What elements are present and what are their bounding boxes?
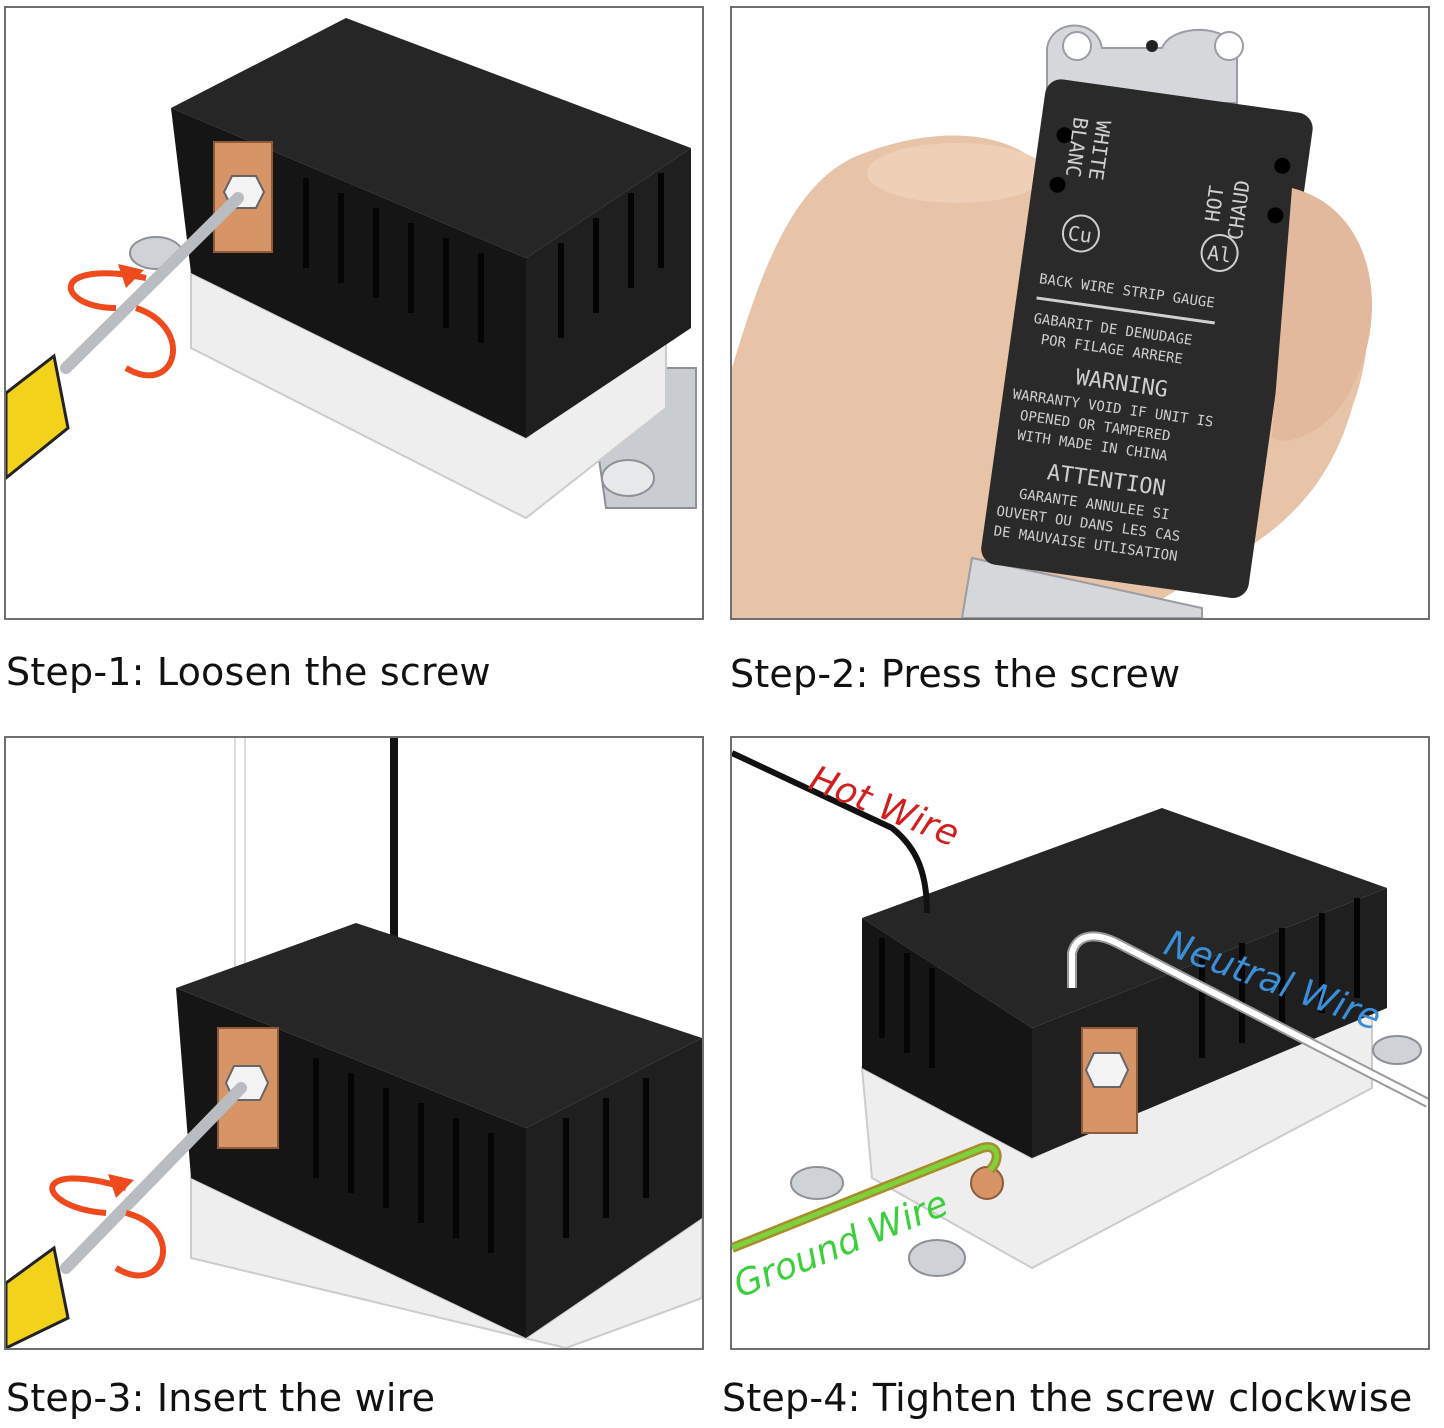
screwdriver-handle [6, 353, 70, 480]
mounting-strap-ear [790, 1166, 844, 1200]
terminal-screw[interactable] [1084, 1052, 1130, 1088]
rotation-arrow [67, 270, 147, 311]
label-hot: HOT [1200, 184, 1229, 223]
step-2-illustration: WHITE BLANC HOT CHAUD Cu Al BACK WIRE ST… [732, 24, 1372, 618]
ground-screw[interactable] [970, 1166, 1004, 1200]
step-2-panel: WHITE BLANC HOT CHAUD Cu Al BACK WIRE ST… [730, 6, 1430, 620]
al-mark: Al [1206, 240, 1233, 267]
step-4-caption: Step-4: Tighten the screw clockwise [722, 1376, 1413, 1420]
receptacle-back-face [171, 18, 691, 258]
receptacle-back-face [862, 808, 1387, 1028]
screwdriver-shaft [60, 1082, 247, 1274]
receptacle-back-face [176, 923, 702, 1128]
step-2-caption: Step-2: Press the screw [730, 652, 1181, 696]
step-4-panel: Hot Wire Neutral Wire Ground Wire [730, 736, 1430, 1350]
step-3-illustration [6, 738, 702, 1348]
step-1-caption: Step-1: Loosen the screw [6, 650, 491, 694]
cu-mark: Cu [1066, 221, 1093, 248]
receptacle-back-face: WHITE BLANC HOT CHAUD Cu Al BACK WIRE ST… [981, 79, 1313, 599]
step-4-illustration: Hot Wire Neutral Wire Ground Wire [732, 750, 1428, 1306]
hot-wire-label: Hot Wire [804, 758, 965, 855]
rotation-arrow [49, 1175, 127, 1216]
screwdriver-shaft [60, 192, 244, 374]
step-1-illustration [6, 18, 697, 520]
step-1-panel [4, 6, 704, 620]
screwdriver-handle [6, 1245, 70, 1348]
hot-wire [732, 750, 930, 914]
step-3-panel [4, 736, 704, 1350]
step-3-caption: Step-3: Insert the wire [6, 1376, 436, 1420]
